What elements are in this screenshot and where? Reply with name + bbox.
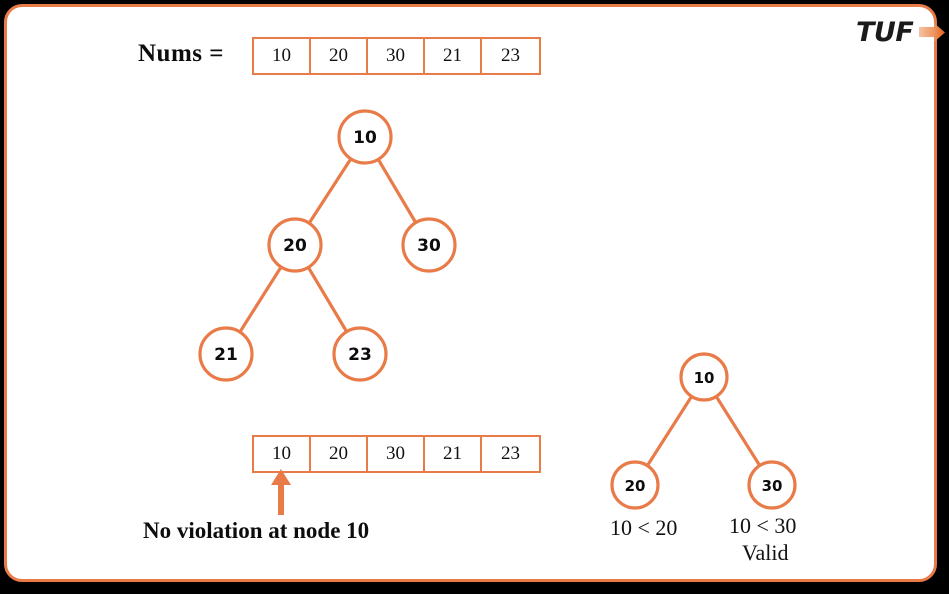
tree-node-label: 21 — [214, 345, 238, 365]
binary-tree-main: 10 20 30 21 23 — [198, 109, 457, 382]
subtree-node-root — [679, 352, 729, 402]
nums-array-highlighted: 10 20 30 21 23 — [252, 435, 541, 473]
tree-node-right — [401, 217, 457, 273]
array-cell: 20 — [311, 437, 368, 471]
array-cell: 21 — [425, 437, 482, 471]
array-cell: 23 — [501, 443, 520, 464]
binary-tree-validation: 10 20 30 — [610, 352, 797, 510]
subtree-node-right — [747, 460, 797, 510]
subtree-node-label: 20 — [625, 477, 646, 495]
caption-no-violation: No violation at node 10 — [143, 518, 370, 543]
array-cell: 30 — [368, 437, 425, 471]
tree-node-label: 23 — [348, 345, 372, 365]
array-cell: 21 — [425, 39, 482, 73]
tree-node-left-left — [198, 326, 254, 382]
tuf-logo: TUF — [856, 18, 948, 48]
array-cell: 23 — [501, 45, 520, 66]
tree-node-left — [267, 217, 323, 273]
array-cell: 10 — [254, 39, 311, 73]
comparison-right: 10 < 30 — [729, 513, 797, 538]
arrow-up-icon — [271, 469, 291, 515]
subtree-node-label: 10 — [694, 369, 715, 387]
arrow-right-icon — [919, 23, 945, 42]
comparison-left: 10 < 20 — [610, 515, 678, 540]
tree-node-label: 20 — [283, 236, 307, 256]
array-cell: 10 — [254, 437, 311, 471]
tree-node-root — [337, 109, 393, 165]
tree-node-label: 30 — [417, 236, 441, 256]
array-cell: 30 — [368, 39, 425, 73]
tuf-logo-text: TUF — [856, 17, 914, 48]
subtree-node-left — [610, 460, 660, 510]
tree-node-label: 10 — [353, 128, 377, 148]
array-cell: 20 — [311, 39, 368, 73]
tree-node-left-right — [332, 326, 388, 382]
nums-label: Nums = — [138, 40, 225, 67]
subtree-node-label: 30 — [762, 477, 783, 495]
nums-array: 10 20 30 21 23 — [252, 37, 541, 75]
verdict-label: Valid — [742, 540, 789, 565]
slide-frame: TUF Nums = 10 20 30 21 23 — [4, 4, 945, 582]
